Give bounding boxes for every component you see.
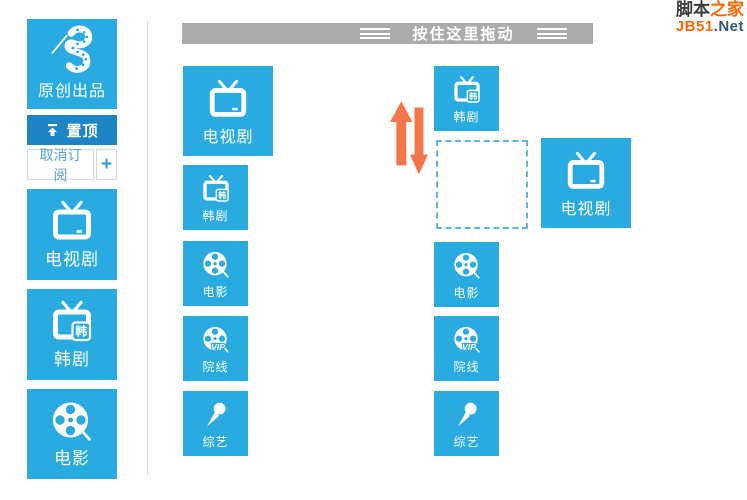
vertical-divider (147, 20, 148, 476)
tile-label: 院线 (453, 360, 480, 374)
add-subscription-button[interactable]: + (96, 149, 117, 180)
tv-korean-icon: 韩 (48, 298, 92, 342)
jb51-watermark: 脚本之家 JB51.Net (676, 1, 744, 35)
swap-order-arrows-icon (390, 101, 428, 175)
tile-label: 韩剧 (453, 110, 480, 124)
source-tile-variety-show[interactable]: 综艺 (183, 391, 248, 456)
source-tile-cinema-vip[interactable]: VIP 院线 (183, 316, 248, 381)
svg-text:韩: 韩 (75, 324, 87, 339)
sidebar-brand-tile[interactable]: 原创出品 (27, 19, 117, 109)
watermark-cn-orange: 之家 (710, 0, 744, 19)
watermark-en-dark: .Net (713, 17, 744, 35)
grip-lines-icon (360, 26, 391, 42)
unsubscribe-button[interactable]: 取消订阅 (27, 147, 94, 183)
tv-icon (205, 77, 251, 123)
source-tile-korean-drama[interactable]: 韩 韩剧 (183, 165, 248, 230)
tile-label: 原创出品 (37, 83, 106, 100)
film-reel-icon (48, 398, 96, 446)
source-tile-tv-drama[interactable]: 电视剧 (183, 66, 273, 156)
film-reel-vip-icon: VIP (200, 324, 232, 353)
film-reel-vip-icon: VIP (451, 324, 483, 353)
film-reel-icon (200, 249, 232, 281)
watermark-cn-dark: 脚本 (676, 0, 710, 19)
tv-korean-icon: 韩 (451, 74, 480, 103)
sidebar-tile-movie[interactable]: 电影 (27, 389, 117, 479)
source-tile-movie[interactable]: 电影 (183, 241, 248, 306)
svg-text:韩: 韩 (469, 91, 477, 101)
watermark-en-orange: JB51 (675, 17, 714, 35)
sidebar-tile-korean-drama[interactable]: 韩 韩剧 (27, 289, 117, 380)
svg-text:韩: 韩 (218, 190, 226, 200)
drag-bar-label: 按住这里拖动 (412, 26, 515, 43)
pin-to-top-button[interactable]: 置顶 (27, 115, 117, 145)
plus-icon: + (100, 153, 113, 175)
tile-label: 韩剧 (54, 350, 90, 369)
grip-lines-icon (536, 26, 567, 42)
sidebar-tile-tv-drama[interactable]: 电视剧 (27, 189, 117, 280)
tv-icon (563, 149, 609, 195)
tile-label: 电影 (453, 286, 480, 300)
sorted-tile-movie[interactable]: 电影 (434, 242, 499, 307)
tile-label: 院线 (202, 360, 229, 374)
dragging-tile-tv-drama[interactable]: 电视剧 (541, 138, 631, 228)
tv-icon (48, 198, 96, 246)
watermark-en-line: JB51.Net (675, 17, 744, 35)
arrow-to-top-icon (48, 123, 58, 136)
unsubscribe-label: 取消订阅 (39, 146, 82, 183)
watermark-cn-line: 脚本之家 (676, 1, 744, 19)
tile-label: 电影 (54, 449, 90, 468)
microphone-icon (451, 399, 483, 431)
svg-text:VIP: VIP (462, 342, 476, 352)
tile-label: 综艺 (453, 435, 480, 449)
film-reel-icon (451, 250, 483, 282)
tile-label: 电视剧 (560, 201, 612, 218)
drop-target-placeholder[interactable] (436, 140, 528, 229)
sorted-tile-variety-show[interactable]: 综艺 (434, 391, 499, 456)
tv-korean-icon: 韩 (200, 173, 229, 202)
pin-button-label: 置顶 (66, 122, 99, 140)
sorted-tile-cinema-vip[interactable]: VIP 院线 (434, 316, 499, 381)
tile-label: 韩剧 (202, 209, 229, 223)
tile-label: 电视剧 (202, 129, 254, 146)
tile-label: 电影 (202, 285, 229, 299)
svg-text:VIP: VIP (211, 342, 225, 352)
sorted-tile-korean-drama[interactable]: 韩 韩剧 (434, 66, 499, 131)
tile-label: 电视剧 (45, 250, 99, 269)
film-ribbon-icon (46, 24, 98, 76)
tile-label: 综艺 (202, 435, 229, 449)
drag-handle-bar[interactable]: 按住这里拖动 (182, 23, 593, 44)
microphone-icon (200, 399, 232, 431)
